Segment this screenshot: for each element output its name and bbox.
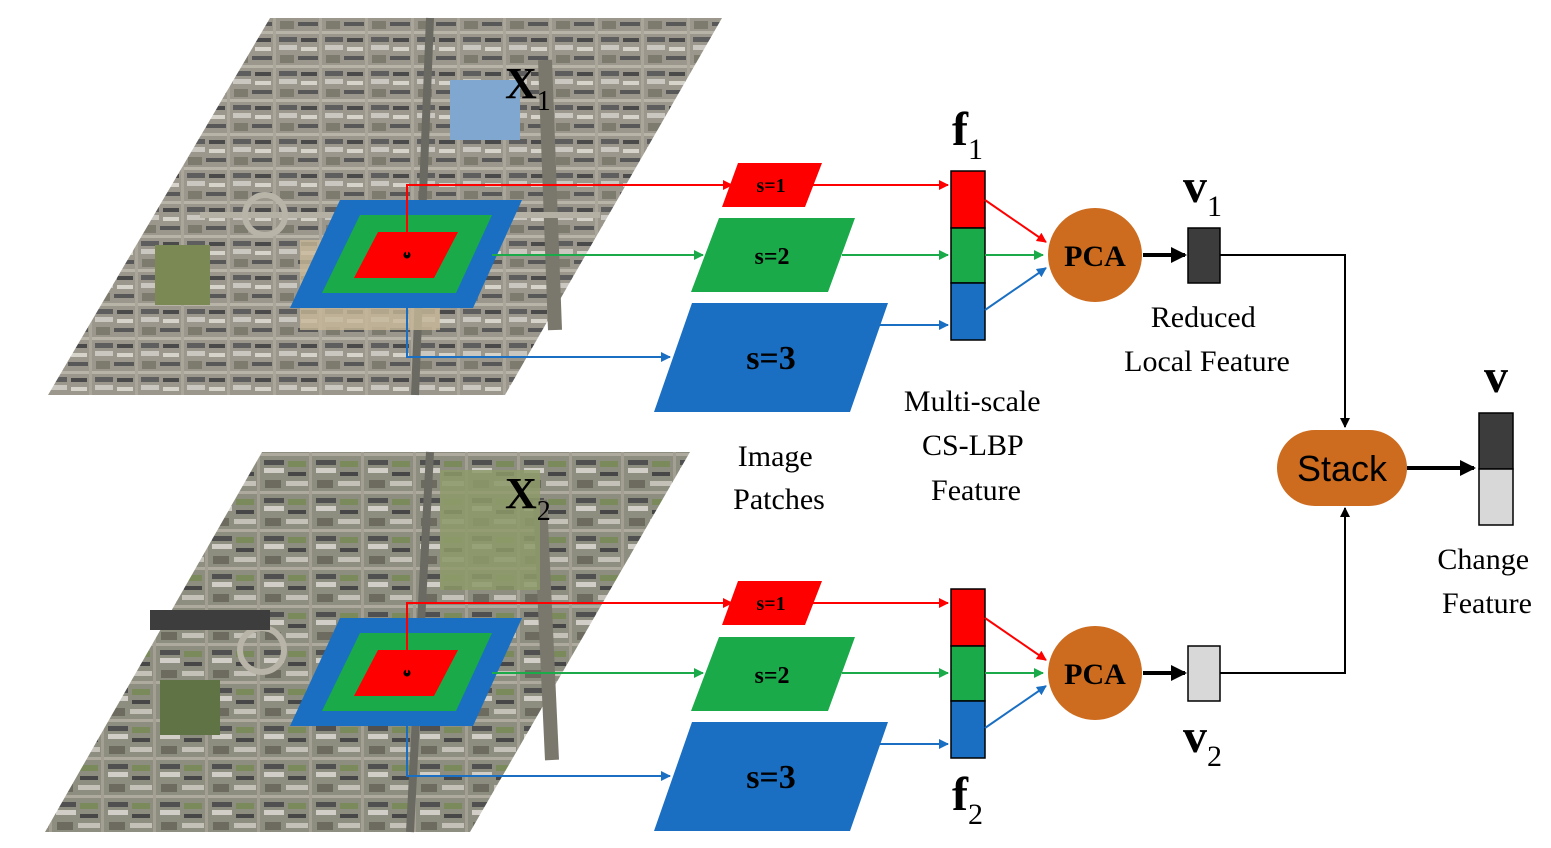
pca-node-bottom: PCA — [1048, 626, 1142, 720]
label-f1: f1 — [952, 103, 983, 166]
patch-arrows-top — [406, 180, 733, 362]
pca-arrows-bottom — [984, 617, 1047, 729]
label-v: v — [1484, 350, 1508, 403]
patch-s2-top — [691, 218, 855, 292]
pca-label-top: PCA — [1064, 240, 1126, 273]
patch-s1-bottom-label: s=1 — [756, 593, 785, 615]
patch-s1-top-label: s=1 — [756, 175, 785, 197]
label-v2: v2 — [1183, 710, 1222, 773]
pca-to-v-arrows — [1143, 247, 1187, 681]
caption-reduced-local-feature: Reduced Local Feature — [1124, 301, 1290, 378]
feature-arrows-bottom — [812, 598, 949, 749]
caption-multiscale-feature: Multi-scale CS-LBP Feature — [904, 385, 1048, 507]
feature-vector-f2 — [950, 588, 986, 759]
label-f2: f2 — [952, 768, 983, 831]
label-v1: v1 — [1183, 160, 1222, 223]
change-feature-vector — [1478, 412, 1514, 526]
patch-s1-bottom — [722, 581, 822, 625]
stack-node: Stack — [1277, 430, 1407, 506]
image-patches-top: s=1 s=2 s=3 — [654, 163, 888, 412]
pca-arrows-top — [984, 199, 1047, 311]
caption-change-feature: Change Feature — [1437, 543, 1536, 620]
patch-arrows-bottom — [406, 598, 733, 781]
feature-arrows-top — [812, 180, 949, 330]
reduced-vector-v1 — [1187, 227, 1221, 284]
patch-s2-bottom-label: s=2 — [754, 663, 789, 689]
image-patches-bottom: s=1 s=2 s=3 — [654, 581, 888, 831]
patch-s3-top — [654, 303, 888, 412]
patch-s1-top — [722, 163, 822, 207]
caption-image-patches: Image Patches — [733, 440, 825, 516]
image-label-x1: X1 — [505, 59, 551, 117]
patch-s2-bottom — [691, 637, 855, 711]
image-label-x2: X2 — [505, 469, 551, 527]
stack-label: Stack — [1297, 448, 1388, 489]
pca-node-top: PCA — [1048, 208, 1142, 302]
patch-s2-top-label: s=2 — [754, 244, 789, 270]
v-to-stack-connectors — [1220, 254, 1350, 674]
patch-s3-bottom-label: s=3 — [746, 759, 796, 796]
pca-label-bottom: PCA — [1064, 658, 1126, 691]
feature-vector-f1 — [950, 170, 986, 341]
patch-s3-top-label: s=3 — [746, 340, 796, 377]
patch-s3-bottom — [654, 722, 888, 831]
reduced-vector-v2 — [1187, 645, 1221, 702]
